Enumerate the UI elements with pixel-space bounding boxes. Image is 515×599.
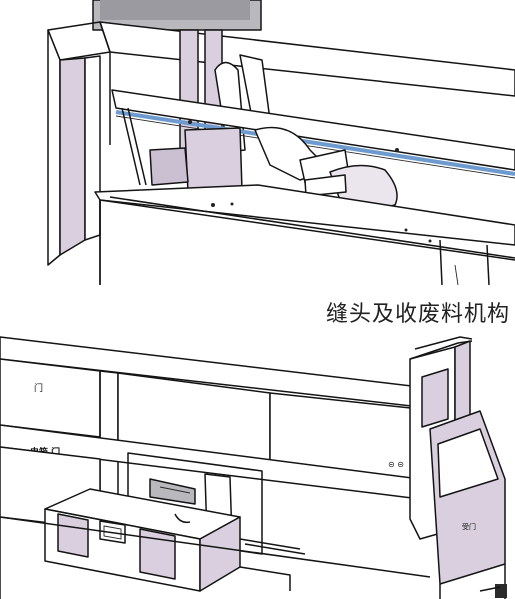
door-label: 门 [34, 382, 43, 394]
left-pillar-side [59, 57, 86, 256]
drawer-slide-rail [149, 478, 196, 505]
crossbar [111, 89, 515, 171]
cabinet-drawer-assembly-view: 门 ⊝ ⊝ 电箱 门 受门 [0, 336, 507, 599]
frame-top-beam [99, 21, 515, 97]
blue-guide-stripe [115, 110, 515, 176]
drawer-window-right [139, 528, 176, 580]
right-door-label: 受门 [462, 522, 476, 531]
table-deck [94, 184, 515, 246]
top-mount-face [100, 0, 250, 20]
left-door-panel [0, 358, 101, 438]
right-pillar-window [421, 368, 449, 428]
section-caption: 缝头及收废料机构 [325, 302, 510, 327]
drawer-window-left [57, 513, 89, 558]
left-pillar-front [47, 29, 61, 266]
svg-text:⊝ ⊝: ⊝ ⊝ [388, 460, 404, 469]
mounting-plate [184, 127, 243, 193]
sewing-head-assembly-view [47, 0, 515, 285]
